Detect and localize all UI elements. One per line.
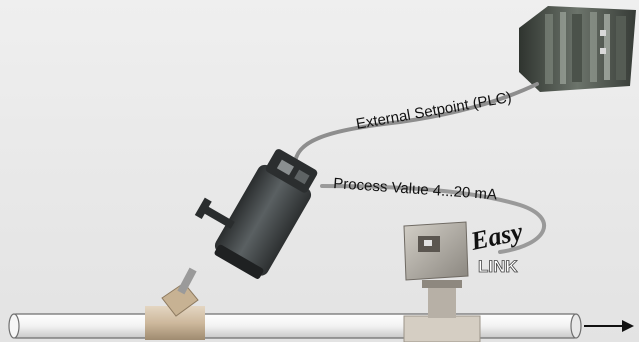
setpoint-label: External Setpoint (PLC) bbox=[355, 89, 513, 133]
setpoint-cable bbox=[293, 82, 539, 174]
flowmeter-icon bbox=[403, 221, 481, 342]
process-cable bbox=[320, 184, 546, 254]
easy-link-logo: Easy LINK bbox=[467, 217, 525, 277]
flow-arrow-icon bbox=[584, 320, 634, 332]
pipe bbox=[8, 313, 582, 339]
plc-controller-icon bbox=[519, 6, 636, 92]
control-valve-icon bbox=[145, 149, 318, 340]
logo-link-text: LINK bbox=[478, 257, 518, 276]
process-value-label: Process Value 4...20 mA bbox=[333, 175, 498, 203]
